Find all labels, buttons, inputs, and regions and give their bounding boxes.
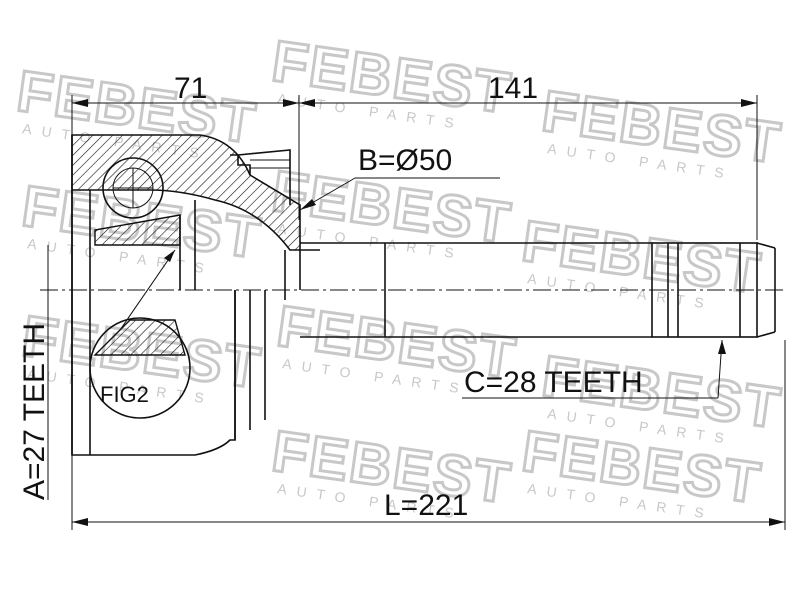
housing-outline <box>71 135 236 456</box>
watermark-6: FEBEST AUTO PARTS <box>517 207 768 312</box>
dimension-141: 141 <box>299 72 758 240</box>
dimension-141-label: 141 <box>488 72 538 105</box>
fig2-hatch <box>93 319 186 356</box>
watermark-9: FEBEST AUTO PARTS <box>537 342 788 447</box>
dimension-spline-outer: A=27 TEETH <box>18 245 51 500</box>
dimension-71-label: 71 <box>174 72 207 105</box>
dimension-71: 71 <box>71 72 300 220</box>
ball-bearing <box>102 157 164 219</box>
housing-hatch-upper <box>71 134 301 251</box>
dimension-spline-inner: C=28 TEETH <box>462 339 726 399</box>
dimension-bore-label: B=Ø50 <box>358 144 452 177</box>
fig2-callout: FIG2 <box>100 382 149 407</box>
watermark-3: FEBEST AUTO PARTS <box>537 77 788 182</box>
output-shaft <box>300 242 776 338</box>
joint-housing: FIG2 <box>71 134 301 456</box>
inner-race-hatch <box>94 214 181 246</box>
dimension-length-label: L=221 <box>384 489 468 522</box>
dimension-length: L=221 <box>71 340 786 530</box>
dimension-spline-outer-label: A=27 TEETH <box>18 323 51 500</box>
fig2-detail-circle <box>89 317 191 419</box>
watermark-2: FEBEST AUTO PARTS <box>267 27 518 132</box>
dimension-spline-inner-label: C=28 TEETH <box>464 366 643 399</box>
shaft-spline-end <box>651 242 758 338</box>
dimension-bore: B=Ø50 <box>299 144 500 211</box>
